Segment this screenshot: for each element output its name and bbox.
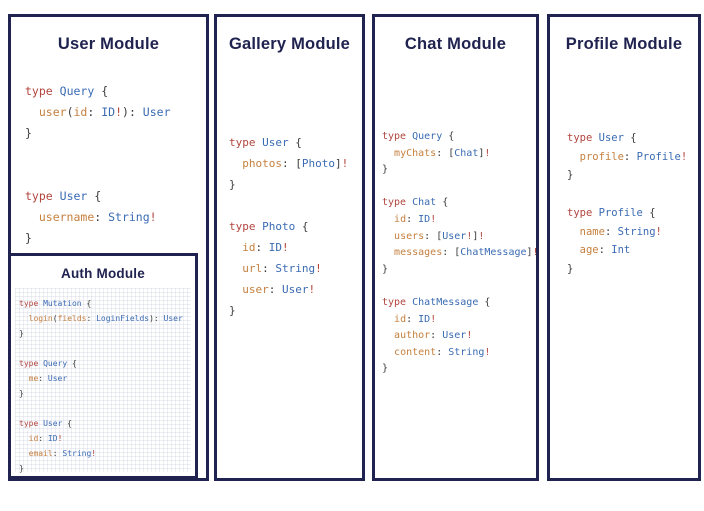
code-line: id: ID! <box>28 434 63 443</box>
code-line <box>567 185 687 204</box>
code-line: type User { <box>25 189 102 203</box>
code-line <box>25 144 171 165</box>
code-line: email: String! <box>28 449 97 458</box>
code-line: name: String! <box>579 225 662 238</box>
code-block-gallery: type User { photos: [Photo]!} type Photo… <box>229 132 348 321</box>
code-line: type Mutation { <box>19 299 92 308</box>
code-line <box>229 195 348 216</box>
code-line: } <box>229 304 236 317</box>
code-block-chat: type Query { myChats: [Chat]!} type Chat… <box>382 129 539 378</box>
code-line: } <box>382 164 389 176</box>
code-line <box>25 165 171 186</box>
module-box-chat: Chat Module type Query { myChats: [Chat]… <box>372 14 539 481</box>
code-line: username: String! <box>38 210 157 224</box>
code-line: messages: [ChatMessage]! <box>394 247 539 259</box>
module-box-auth: Auth Module type Mutation { login(fields… <box>8 253 198 479</box>
code-line: type User { <box>19 419 72 428</box>
code-line: age: Int <box>579 244 631 257</box>
code-line: } <box>229 178 236 191</box>
code-line: url: String! <box>242 262 322 275</box>
code-line: type Profile { <box>567 206 656 219</box>
code-line: author: User! <box>394 330 473 342</box>
code-line: } <box>382 363 389 375</box>
code-line: type Query { <box>382 131 455 142</box>
code-line: photos: [Photo]! <box>242 157 349 170</box>
code-block-user: type Query { user(id: ID!): User} type U… <box>25 81 171 249</box>
code-line: } <box>25 126 32 140</box>
code-line: } <box>19 464 24 473</box>
module-box-gallery: Gallery Module type User { photos: [Phot… <box>214 14 365 481</box>
code-block-profile: type User { profile: Profile!} type Prof… <box>567 129 687 279</box>
code-line: type Photo { <box>229 220 309 233</box>
code-line: } <box>567 169 574 182</box>
code-line: users: [User!]! <box>394 230 485 242</box>
code-line: profile: Profile! <box>579 150 688 163</box>
code-line: me: User <box>28 374 68 383</box>
module-title-user: User Module <box>57 35 160 53</box>
code-line: id: ID! <box>394 313 437 325</box>
code-line: type Chat { <box>382 197 449 209</box>
code-line: id: ID! <box>394 213 437 225</box>
code-line: type User { <box>567 132 637 144</box>
module-box-profile: Profile Module type User { profile: Prof… <box>547 14 701 481</box>
module-title-chat: Chat Module <box>404 35 507 53</box>
code-line <box>19 401 183 416</box>
code-line: type ChatMessage { <box>382 296 491 308</box>
code-line: type Query { <box>19 359 77 368</box>
code-line <box>382 179 539 196</box>
code-line: user(id: ID!): User <box>38 105 171 119</box>
code-line: } <box>19 389 24 398</box>
code-line: } <box>19 329 24 338</box>
code-line: login(fields: LoginFields): User <box>28 314 183 323</box>
code-line <box>382 278 539 295</box>
code-line: content: String! <box>394 346 491 358</box>
code-line: id: ID! <box>242 241 289 254</box>
module-title-auth: Auth Module <box>61 266 145 281</box>
code-line: } <box>25 231 32 245</box>
code-line: type Query { <box>25 84 109 98</box>
code-block-auth: type Mutation { login(fields: LoginField… <box>19 296 183 476</box>
code-line: myChats: [Chat]! <box>394 147 491 159</box>
code-line: } <box>382 263 389 275</box>
code-line: } <box>567 262 574 275</box>
code-line <box>19 341 183 356</box>
module-title-profile: Profile Module <box>565 35 683 53</box>
code-line: type User { <box>229 136 302 149</box>
module-title-gallery: Gallery Module <box>228 35 351 53</box>
code-line: user: User! <box>242 283 316 296</box>
